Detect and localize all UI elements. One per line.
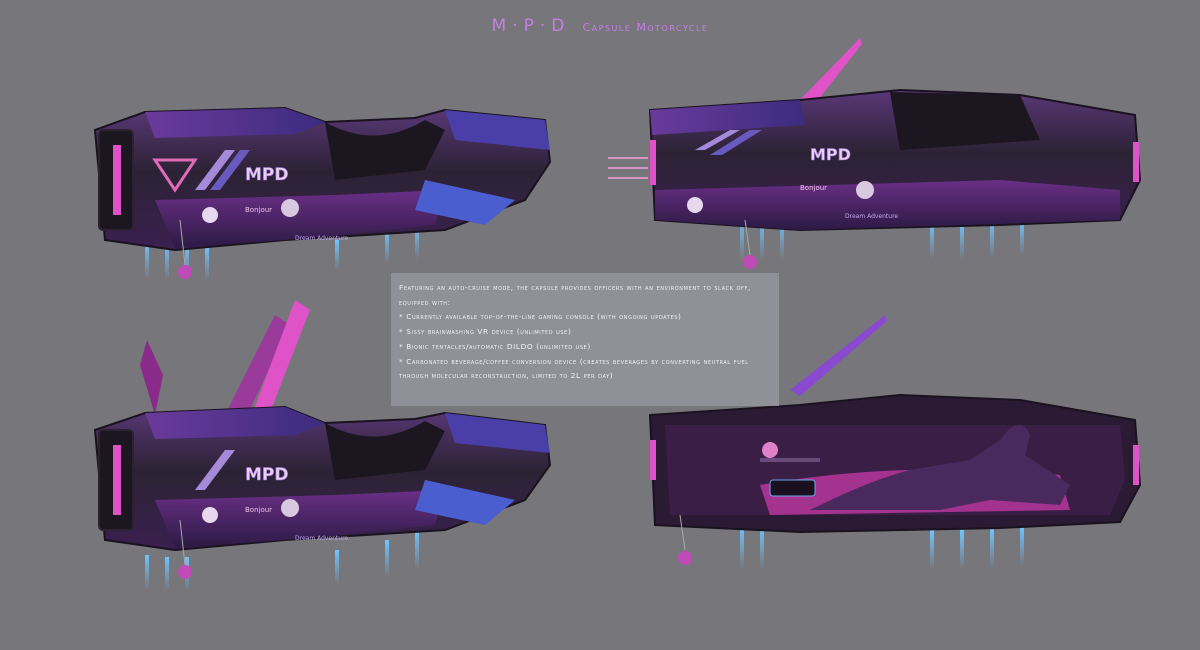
feature-item: * Carbonated beverage/coffee conversion … — [399, 356, 749, 381]
seat-cockpit — [325, 421, 445, 480]
description-intro: Featuring an auto-cruise mode, the capsu… — [399, 283, 751, 307]
lavender-stripe — [195, 450, 235, 490]
feature-item: * Sissy brainwashing VR device (unlimite… — [399, 327, 572, 337]
fin-tall — [250, 300, 310, 425]
hull-top-panel — [145, 108, 325, 138]
bonjour-sticker: Bonjour — [245, 206, 272, 214]
dream-sticker: Dream Adventure — [295, 235, 348, 242]
thruster-jets — [740, 525, 1024, 570]
capsule-interior-view — [648, 315, 1142, 570]
hull-rear-panel — [445, 413, 550, 453]
thruster-jets — [740, 215, 1024, 260]
keychain-charm — [678, 514, 692, 565]
console-screen — [769, 479, 816, 497]
dream-sticker: Dream Adventure — [295, 535, 348, 542]
girl-sticker — [856, 181, 874, 199]
lavender-stripe-3 — [210, 150, 250, 190]
feature-item: * Currently available top-of-the-line ga… — [399, 312, 682, 322]
bunny-sticker — [202, 207, 218, 223]
bonjour-sticker: Bonjour — [800, 184, 827, 192]
description-panel: Featuring an auto-cruise mode, the capsu… — [391, 273, 779, 406]
title-main: M·P·D — [491, 16, 571, 36]
belly-panel — [655, 180, 1120, 230]
girl-sticker — [281, 199, 299, 217]
thruster-jets — [145, 222, 419, 280]
mpd-logo: MPD — [245, 165, 289, 185]
keychain-charm — [178, 519, 192, 579]
lavender-stripe-2 — [195, 150, 235, 190]
mpd-logo: MPD — [810, 145, 851, 164]
lavender-stripe — [695, 130, 740, 150]
neon-front-light — [1133, 445, 1139, 485]
dream-sticker: Dream Adventure — [845, 213, 898, 220]
blue-fin — [415, 480, 515, 525]
rear-glow-lines — [608, 157, 648, 179]
antenna-fin — [790, 315, 887, 396]
belly-panel — [155, 190, 445, 248]
neon-front-light — [113, 145, 121, 215]
mpd-logo: MPD — [245, 465, 289, 485]
neon-front-light — [113, 445, 121, 515]
reclining-occupant-silhouette — [810, 425, 1070, 510]
girl-sticker — [281, 499, 299, 517]
feature-item: * Bionic tentacles/automatic DILDO (unli… — [399, 341, 591, 351]
fin-mid — [225, 315, 290, 420]
neon-rear-light — [650, 440, 656, 480]
capsule-closed-view: MPD Bonjour Dream Adventure — [93, 106, 552, 280]
blue-fin — [415, 180, 515, 225]
hull-top-panel — [145, 407, 325, 439]
keychain-charm — [178, 219, 192, 279]
lavender-stripe-2 — [710, 130, 762, 155]
belly-panel — [155, 490, 445, 548]
page-title: M·P·D Capsule Motorcycle — [0, 16, 1200, 36]
bunny-sticker — [687, 197, 703, 213]
keychain-charm — [743, 219, 757, 269]
title-sub: Capsule Motorcycle — [582, 21, 709, 34]
shelf — [760, 458, 820, 462]
capsule-fins-view: MPD Bonjour Dream Adventure — [93, 300, 552, 590]
neon-rear-light — [650, 140, 656, 185]
capsule-side-view: MPD Bonjour Dream Adventure — [608, 38, 1142, 269]
hull-rear-panel — [445, 110, 550, 150]
dome-gadget — [762, 442, 778, 458]
bunny-sticker — [202, 507, 218, 523]
bonjour-sticker: Bonjour — [245, 506, 272, 514]
neon-front-light — [1133, 142, 1139, 182]
lavender-stripe — [152, 158, 198, 193]
fin-left — [140, 340, 163, 415]
seat-cockpit — [325, 120, 445, 180]
seat-cockpit — [890, 92, 1040, 150]
hull-top-panel — [650, 100, 805, 135]
antenna-fin — [795, 38, 862, 110]
